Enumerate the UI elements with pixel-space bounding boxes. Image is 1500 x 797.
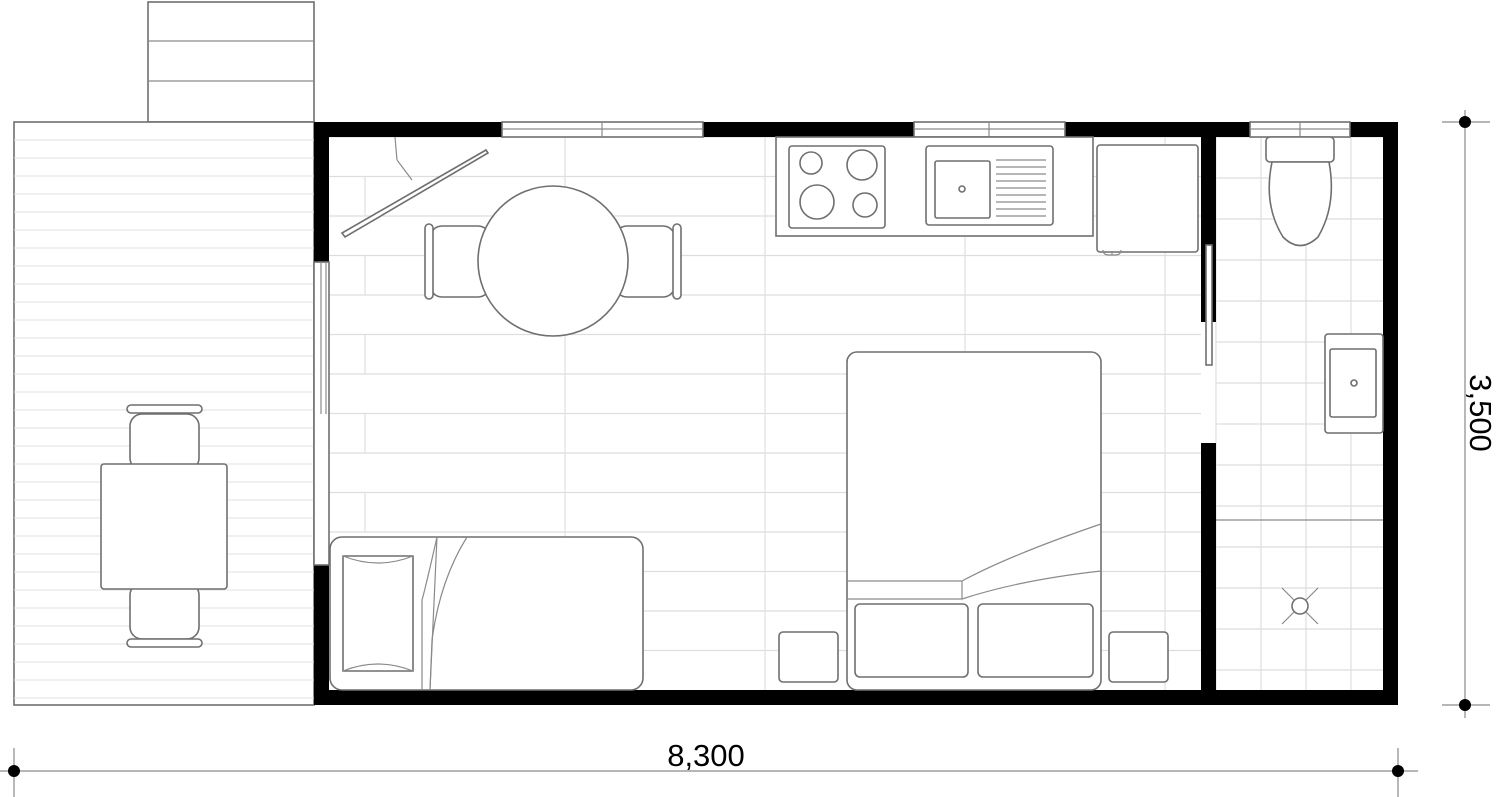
- dimension-depth: 3,500: [1442, 110, 1498, 718]
- bedside-table-left: [778, 631, 839, 683]
- width-label: 8,300: [667, 738, 745, 773]
- double-bed: [846, 351, 1102, 691]
- entry-steps: [147, 1, 315, 123]
- deck-dining-set: [100, 404, 228, 648]
- single-bed: [329, 536, 644, 691]
- deck-table: [100, 463, 228, 590]
- dining-set: [424, 185, 682, 337]
- entry-door: [340, 136, 490, 239]
- toilet: [1265, 136, 1335, 247]
- sliding-door-deck: [313, 261, 330, 566]
- depth-label: 3,500: [1463, 374, 1498, 452]
- cooktop: [788, 145, 886, 229]
- bathroom-vanity: [1324, 333, 1384, 434]
- dining-chair-right: [614, 223, 682, 300]
- window-top-bathroom: [1249, 121, 1351, 138]
- walls: [314, 122, 1398, 705]
- kitchen-counter: [775, 136, 1094, 237]
- window-top-left: [501, 121, 704, 138]
- bedside-table-right: [1108, 631, 1169, 683]
- dimension-width: 8,300: [0, 738, 1418, 797]
- window-top-kitchen: [913, 121, 1066, 138]
- fridge: [1096, 144, 1199, 256]
- shower-drain: [1281, 587, 1319, 625]
- round-table: [477, 185, 629, 337]
- kitchen-sink: [925, 145, 1054, 226]
- bathroom-door: [1205, 244, 1213, 366]
